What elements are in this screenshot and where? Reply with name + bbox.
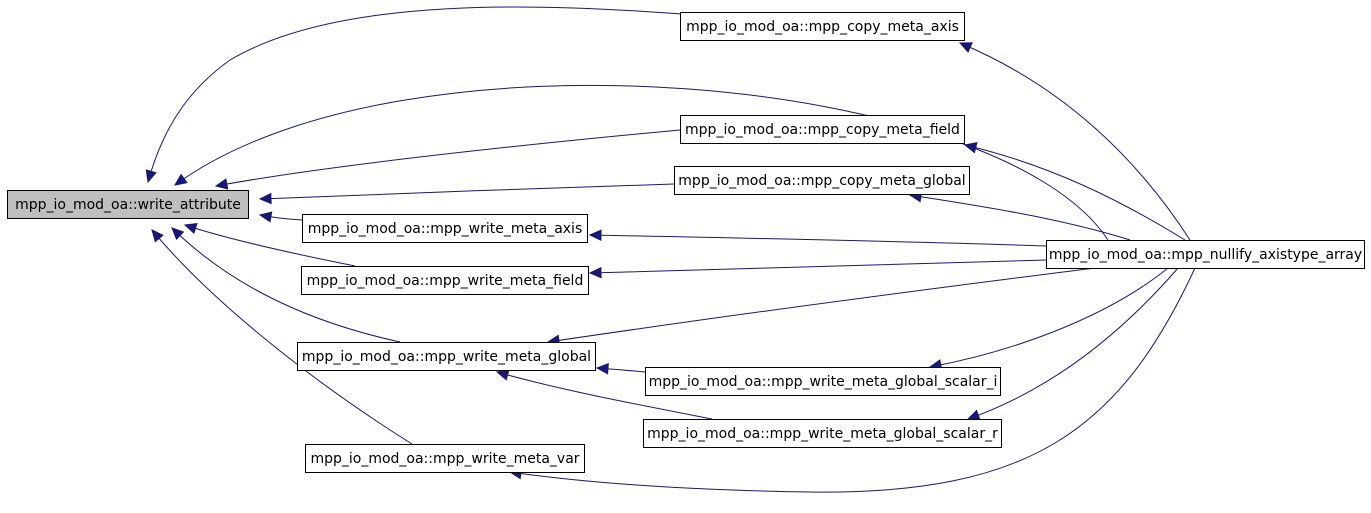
node-write-meta-global[interactable]: mpp_io_mod_oa::mpp_write_meta_global (297, 342, 596, 371)
node-write-meta-field[interactable]: mpp_io_mod_oa::mpp_write_meta_field (301, 266, 589, 295)
edge-line (547, 267, 1096, 343)
edge-line (967, 267, 1179, 420)
arrow-head-icon (174, 173, 188, 186)
edge-line (215, 129, 681, 187)
node-nullify-axistype-array[interactable]: mpp_io_mod_oa::mpp_nullify_axistype_arra… (1046, 240, 1365, 269)
edge-line (959, 42, 1191, 241)
node-box[interactable] (302, 214, 588, 243)
node-box[interactable] (305, 444, 585, 473)
node-box[interactable] (297, 342, 596, 371)
call-edge-write_meta_global_scalar_i-to-write_meta_global (595, 363, 646, 375)
call-edge-write_meta_axis-to-write_attribute (258, 211, 303, 223)
arrow-head-icon (171, 227, 185, 241)
call-nodes: mpp_io_mod_oa::write_attributempp_io_mod… (7, 12, 1365, 473)
call-edge-write_meta_field-to-write_attribute (183, 223, 356, 267)
edge-line (589, 234, 1047, 247)
node-box[interactable] (7, 190, 249, 219)
call-edge-nullify_axistype_array-to-write_attribute (174, 84, 1109, 241)
call-edge-nullify_axistype_array-to-write_meta_field (588, 259, 1047, 279)
arrow-head-icon (258, 211, 273, 223)
node-label: mpp_io_mod_oa::mpp_nullify_axistype_arra… (1049, 247, 1362, 263)
node-label: mpp_io_mod_oa::write_attribute (15, 197, 241, 213)
call-edges (145, 6, 1196, 493)
arrow-head-icon (588, 266, 602, 279)
node-copy-meta-global[interactable]: mpp_io_mod_oa::mpp_copy_meta_global (674, 166, 970, 195)
node-box[interactable] (301, 266, 589, 295)
node-label: mpp_io_mod_oa::mpp_copy_meta_global (678, 173, 965, 189)
node-box[interactable] (674, 166, 970, 195)
node-copy-meta-field[interactable]: mpp_io_mod_oa::mpp_copy_meta_field (680, 115, 965, 144)
node-label: mpp_io_mod_oa::mpp_write_meta_global_sca… (649, 374, 998, 390)
arrow-head-icon (258, 192, 272, 205)
node-write-meta-var[interactable]: mpp_io_mod_oa::mpp_write_meta_var (305, 444, 585, 473)
edge-line (184, 224, 356, 267)
edge-line (509, 267, 1196, 493)
node-box[interactable] (1046, 240, 1365, 269)
node-label: mpp_io_mod_oa::mpp_write_meta_global_sca… (647, 426, 998, 442)
edge-line (589, 259, 1047, 274)
call-edge-write_meta_global-to-write_attribute (171, 227, 401, 343)
arrow-head-icon (151, 229, 164, 243)
node-label: mpp_io_mod_oa::mpp_copy_meta_field (685, 122, 960, 138)
call-edge-nullify_axistype_array-to-write_meta_global (546, 267, 1096, 346)
arrow-head-icon (214, 178, 229, 190)
arrow-head-icon (966, 409, 981, 421)
edge-line (929, 267, 1169, 368)
edge-line (964, 144, 1186, 241)
arrow-head-icon (595, 363, 609, 375)
edge-line (151, 229, 413, 445)
call-edge-copy_meta_global-to-write_attribute (258, 183, 675, 205)
node-label: mpp_io_mod_oa::mpp_write_meta_axis (308, 221, 583, 237)
edge-line (174, 84, 1109, 241)
node-label: mpp_io_mod_oa::mpp_write_meta_var (310, 451, 579, 467)
call-edge-nullify_axistype_array-to-write_meta_global_scalar_i (928, 267, 1169, 371)
node-box[interactable] (643, 419, 1002, 448)
node-label: mpp_io_mod_oa::mpp_write_meta_global (302, 349, 591, 365)
call-edge-nullify_axistype_array-to-copy_meta_axis (958, 42, 1191, 241)
edge-line (171, 227, 401, 343)
node-write-attribute[interactable]: mpp_io_mod_oa::write_attribute (7, 190, 249, 219)
call-edge-nullify_axistype_array-to-copy_meta_field (963, 142, 1186, 241)
node-box[interactable] (680, 115, 965, 144)
arrow-head-icon (183, 223, 198, 234)
node-label: mpp_io_mod_oa::mpp_write_meta_field (307, 273, 584, 289)
arrow-head-icon (963, 142, 978, 154)
edge-line (147, 6, 683, 183)
node-label: mpp_io_mod_oa::mpp_copy_meta_axis (686, 19, 959, 35)
node-box[interactable] (680, 12, 965, 41)
node-copy-meta-axis[interactable]: mpp_io_mod_oa::mpp_copy_meta_axis (680, 12, 965, 41)
edge-line (496, 371, 713, 420)
node-box[interactable] (645, 367, 1001, 396)
arrow-head-icon (495, 369, 510, 381)
call-edge-write_meta_global_scalar_r-to-write_meta_global (495, 369, 713, 420)
arrow-head-icon (958, 42, 973, 53)
call-edge-nullify_axistype_array-to-copy_meta_global (908, 191, 1131, 241)
edge-line (259, 183, 675, 200)
node-write-meta-global-scalar-r[interactable]: mpp_io_mod_oa::mpp_write_meta_global_sca… (643, 419, 1002, 448)
call-edge-nullify_axistype_array-to-write_meta_global_scalar_r (966, 267, 1179, 421)
call-edge-write_meta_var-to-write_attribute (151, 229, 413, 445)
arrow-head-icon (145, 169, 157, 184)
arrow-head-icon (588, 229, 602, 241)
call-edge-nullify_axistype_array-to-write_meta_axis (588, 229, 1047, 247)
call-edge-copy_meta_axis-to-write_attribute (145, 6, 683, 184)
edge-line (909, 194, 1131, 241)
call-edge-copy_meta_field-to-write_attribute (214, 129, 681, 190)
node-write-meta-axis[interactable]: mpp_io_mod_oa::mpp_write_meta_axis (302, 214, 588, 243)
node-write-meta-global-scalar-i[interactable]: mpp_io_mod_oa::mpp_write_meta_global_sca… (645, 367, 1001, 396)
